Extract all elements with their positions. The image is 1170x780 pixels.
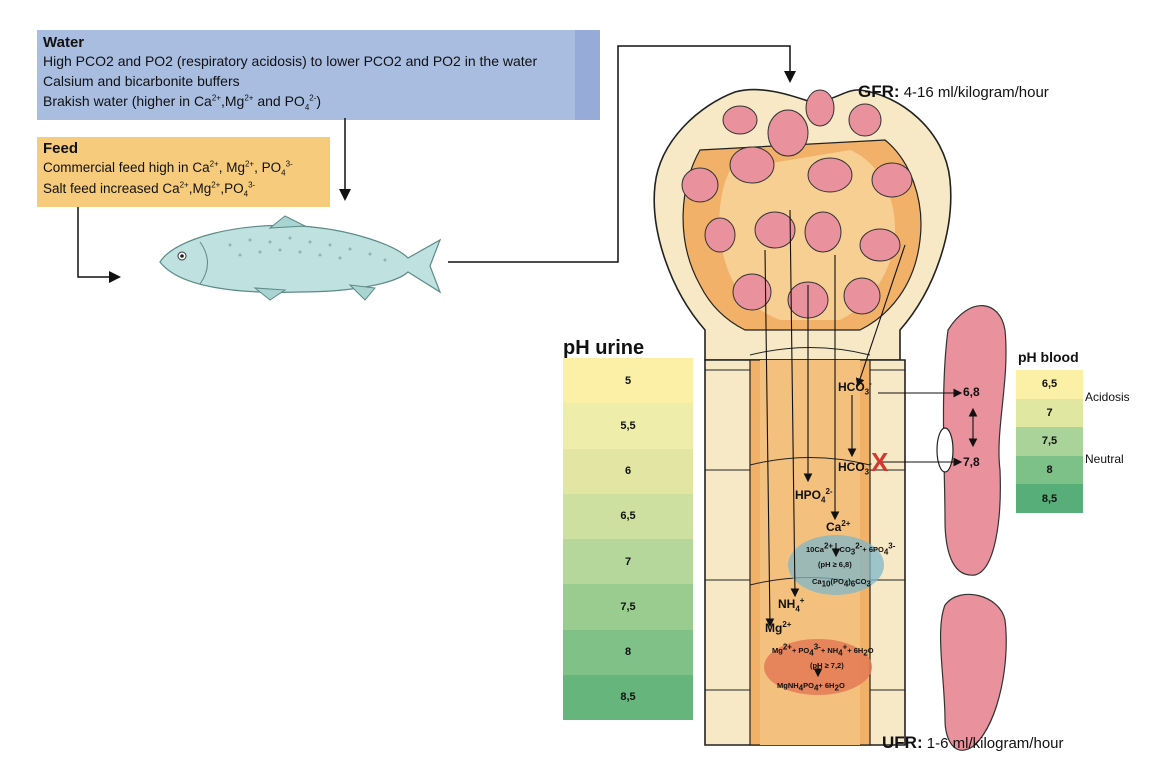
ph-urine-level: 5,5: [563, 403, 693, 449]
blood-ph-68-label: 6,8: [963, 385, 980, 399]
struvite-product: MgNH4PO4+ 6H2O: [777, 681, 845, 693]
ammonium-label: NH4+: [778, 596, 805, 614]
magnesium-label: Mg2+: [765, 620, 792, 636]
ph-urine-level: 6,5: [563, 493, 693, 539]
calcium-precipitate-bubble: [788, 535, 884, 595]
ph-blood-level: 8: [1016, 455, 1083, 485]
gfr-label: GFR: 4-16 ml/kilogram/hour: [858, 82, 1049, 101]
struvite-equation: Mg2++ PO43-+ NH4++ 6H2O: [772, 642, 874, 658]
acidosis-label: Acidosis: [1085, 390, 1130, 404]
ph-blood-level: 6,5: [1016, 370, 1083, 399]
ph-blood-title: pH blood: [1018, 349, 1079, 365]
ph-urine-level: 6: [563, 448, 693, 494]
feed-line-1: Commercial feed high in Ca2+, Mg2+, PO43…: [43, 159, 293, 178]
water-box-accent: [575, 30, 600, 120]
calcium-product: Ca10(PO4)6CO3: [812, 577, 871, 589]
calcium-condition: (pH ≥ 6,8): [818, 560, 852, 569]
water-line-3: Brakish water (higher in Ca2+,Mg2+ and P…: [43, 93, 322, 112]
ph-urine-level: 8,5: [563, 674, 693, 720]
arrow-feed-to-fish: [77, 207, 121, 283]
ph-urine-title: pH urine: [563, 337, 645, 359]
hco3-top-label: HCO3-: [838, 379, 872, 397]
hco3-bottom-label: HCO3-: [838, 459, 872, 477]
ph-urine-level: 8: [563, 629, 693, 675]
ph-urine-level: 7: [563, 539, 693, 585]
ph-blood-level: 8,5: [1016, 484, 1083, 513]
neutral-label: Neutral: [1085, 452, 1124, 466]
water-line-1: High PCO2 and PO2 (respiratory acidosis)…: [43, 53, 538, 69]
ph-blood-level: 7,5: [1016, 427, 1083, 456]
water-title: Water: [43, 34, 85, 51]
ph-blood-level: 7: [1016, 398, 1083, 428]
water-line-2: Calsium and bicarbonite buffers: [43, 73, 240, 89]
ph-urine-level: 5: [563, 358, 693, 404]
blocked-x-mark: X: [871, 447, 889, 477]
calcium-label: Ca2+: [826, 519, 851, 535]
feed-box: Feed Commercial feed high in Ca2+, Mg2+,…: [37, 137, 330, 207]
struvite-condition: (pH ≥ 7,2): [810, 661, 844, 670]
feed-title: Feed: [43, 140, 79, 157]
feed-line-2: Salt feed increased Ca2+,Mg2+,PO43-: [43, 180, 256, 199]
water-box: Water High PCO2 and PO2 (respiratory aci…: [37, 30, 600, 120]
fish-illustration: [159, 215, 442, 301]
arrow-fish-to-kidney: [448, 45, 796, 263]
hpo4-label: HPO42-: [795, 487, 833, 505]
ph-urine-level: 7,5: [563, 584, 693, 630]
ufr-label: UFR: 1-6 ml/kilogram/hour: [882, 733, 1064, 752]
calcium-equation: 10Ca2++ CO32-+ 6PO43-: [806, 541, 896, 557]
blood-ph-78-label: 7,8: [963, 455, 980, 469]
